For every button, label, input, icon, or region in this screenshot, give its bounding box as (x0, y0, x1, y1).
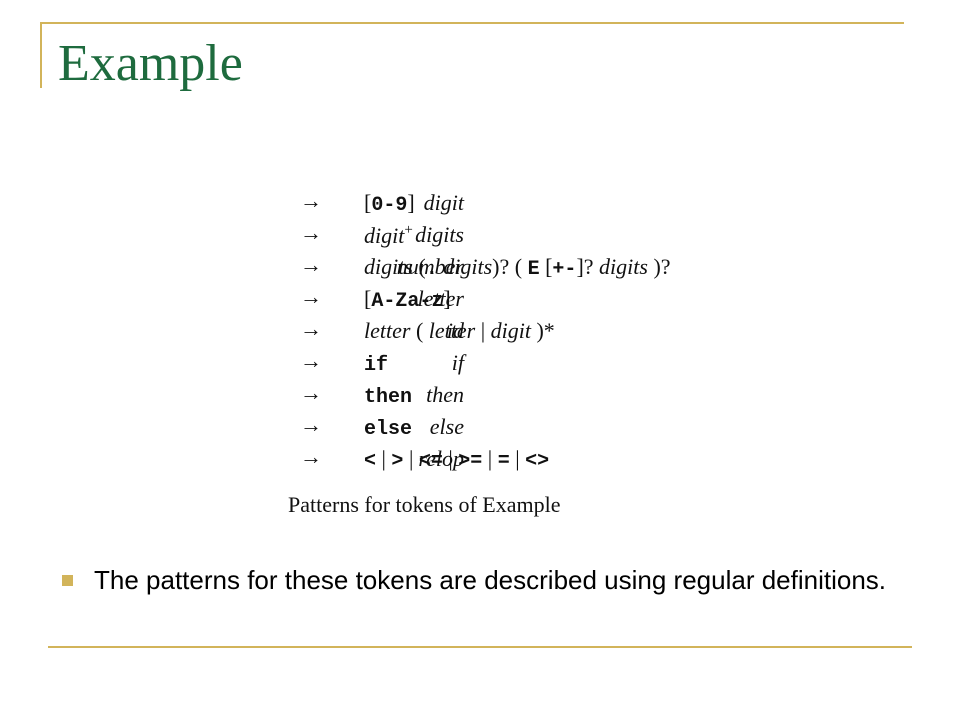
definition-name: then (426, 382, 464, 407)
right-arrow-icon: → (300, 220, 322, 245)
definition-pattern: < | > | <= | >= | = | <> (364, 446, 549, 473)
definition-pattern: letter ( letter | digit )* (364, 318, 555, 344)
pattern-token: letter (428, 318, 476, 343)
pattern-token: digits (364, 254, 413, 279)
pattern-token: then (364, 386, 413, 409)
pattern-token: | (509, 446, 526, 471)
definition-row: then → then (188, 378, 788, 410)
definition-name: id (446, 318, 464, 343)
pattern-token: +- (552, 258, 577, 281)
pattern-token: ]? (576, 254, 600, 279)
definition-row: digit → [0-9] (188, 186, 788, 218)
pattern-token: ( (412, 254, 426, 279)
pattern-token: | (475, 318, 491, 343)
pattern-token: else (364, 418, 413, 441)
right-arrow-icon: → (300, 188, 322, 213)
pattern-token: )* (530, 318, 555, 343)
pattern-token: digits (437, 254, 493, 279)
pattern-token: digit (490, 318, 531, 343)
definitions-figure: digit→[0-9]digits→digit+number→digits (.… (188, 186, 788, 517)
slide-title: Example (58, 35, 243, 92)
definition-pattern: else (364, 414, 412, 441)
definition-name: digit (423, 190, 464, 215)
pattern-token: ] (443, 286, 451, 311)
right-arrow-icon: → (300, 316, 322, 341)
definition-name: if (451, 350, 464, 375)
pattern-token: [ (364, 190, 372, 215)
pattern-token: | (442, 446, 459, 471)
definition-name: number (396, 254, 464, 279)
pattern-token: < (364, 450, 377, 473)
pattern-token: A-Za-z (371, 290, 444, 313)
pattern-token: = (497, 450, 510, 473)
bullet-text: The patterns for these tokens are descri… (94, 565, 887, 595)
pattern-token: > (391, 450, 404, 473)
bullet-square-icon (62, 575, 73, 586)
definition-row: if → if (188, 346, 788, 378)
definition-pattern: digits (. digits)? ( E [+-]? digits )? (364, 254, 671, 281)
definition-pattern: if (364, 350, 388, 377)
definition-name: relop (418, 446, 464, 471)
definition-pattern: [A-Za-z] (364, 286, 451, 313)
definition-row: else → else (188, 410, 788, 442)
left-rule (40, 22, 42, 88)
pattern-token: . (425, 258, 438, 281)
pattern-token: | (376, 446, 392, 471)
definitions-list: digit→[0-9]digits→digit+number→digits (.… (188, 186, 788, 474)
pattern-token: | (403, 446, 419, 471)
pattern-token: )? (647, 254, 671, 279)
top-rule (40, 22, 904, 24)
right-arrow-icon: → (300, 444, 322, 469)
bottom-rule (48, 646, 912, 648)
definition-row: number→digits (. digits)? ( E [+-]? digi… (188, 250, 788, 282)
right-arrow-icon: → (300, 284, 322, 309)
pattern-token: <> (525, 450, 550, 473)
pattern-token: E (527, 258, 540, 281)
definition-name: letter (417, 286, 464, 311)
pattern-token: + (404, 222, 413, 238)
pattern-token: letter (364, 318, 411, 343)
figure-caption: Patterns for tokens of Example (288, 492, 561, 517)
definition-row: letter → [A-Za-z] (188, 282, 788, 314)
pattern-token: >= (458, 450, 483, 473)
definition-pattern: [0-9] (364, 190, 415, 217)
right-arrow-icon: → (300, 380, 322, 405)
definition-name: digits (415, 222, 464, 247)
pattern-token: 0-9 (371, 194, 408, 217)
definition-row: digits → digit+ (188, 218, 788, 250)
pattern-token: <= (418, 450, 443, 473)
definition-row: relop → < | > | <= | >= | = | <> (188, 442, 788, 474)
pattern-token: [ (364, 286, 372, 311)
right-arrow-icon: → (300, 252, 322, 277)
pattern-token: | (482, 446, 498, 471)
pattern-token: ] (407, 190, 415, 215)
definition-pattern: then (364, 382, 412, 409)
right-arrow-icon: → (300, 412, 322, 437)
pattern-token: digits (599, 254, 648, 279)
right-arrow-icon: → (300, 348, 322, 373)
pattern-token: ( (410, 318, 429, 343)
definition-row: id → letter ( letter | digit )* (188, 314, 788, 346)
pattern-token: if (364, 354, 389, 377)
pattern-token: [ (539, 254, 553, 279)
pattern-token: digit (364, 223, 405, 248)
definition-pattern: digit+ (364, 222, 413, 249)
definition-name: else (429, 414, 464, 439)
pattern-token: )? ( (492, 254, 528, 279)
